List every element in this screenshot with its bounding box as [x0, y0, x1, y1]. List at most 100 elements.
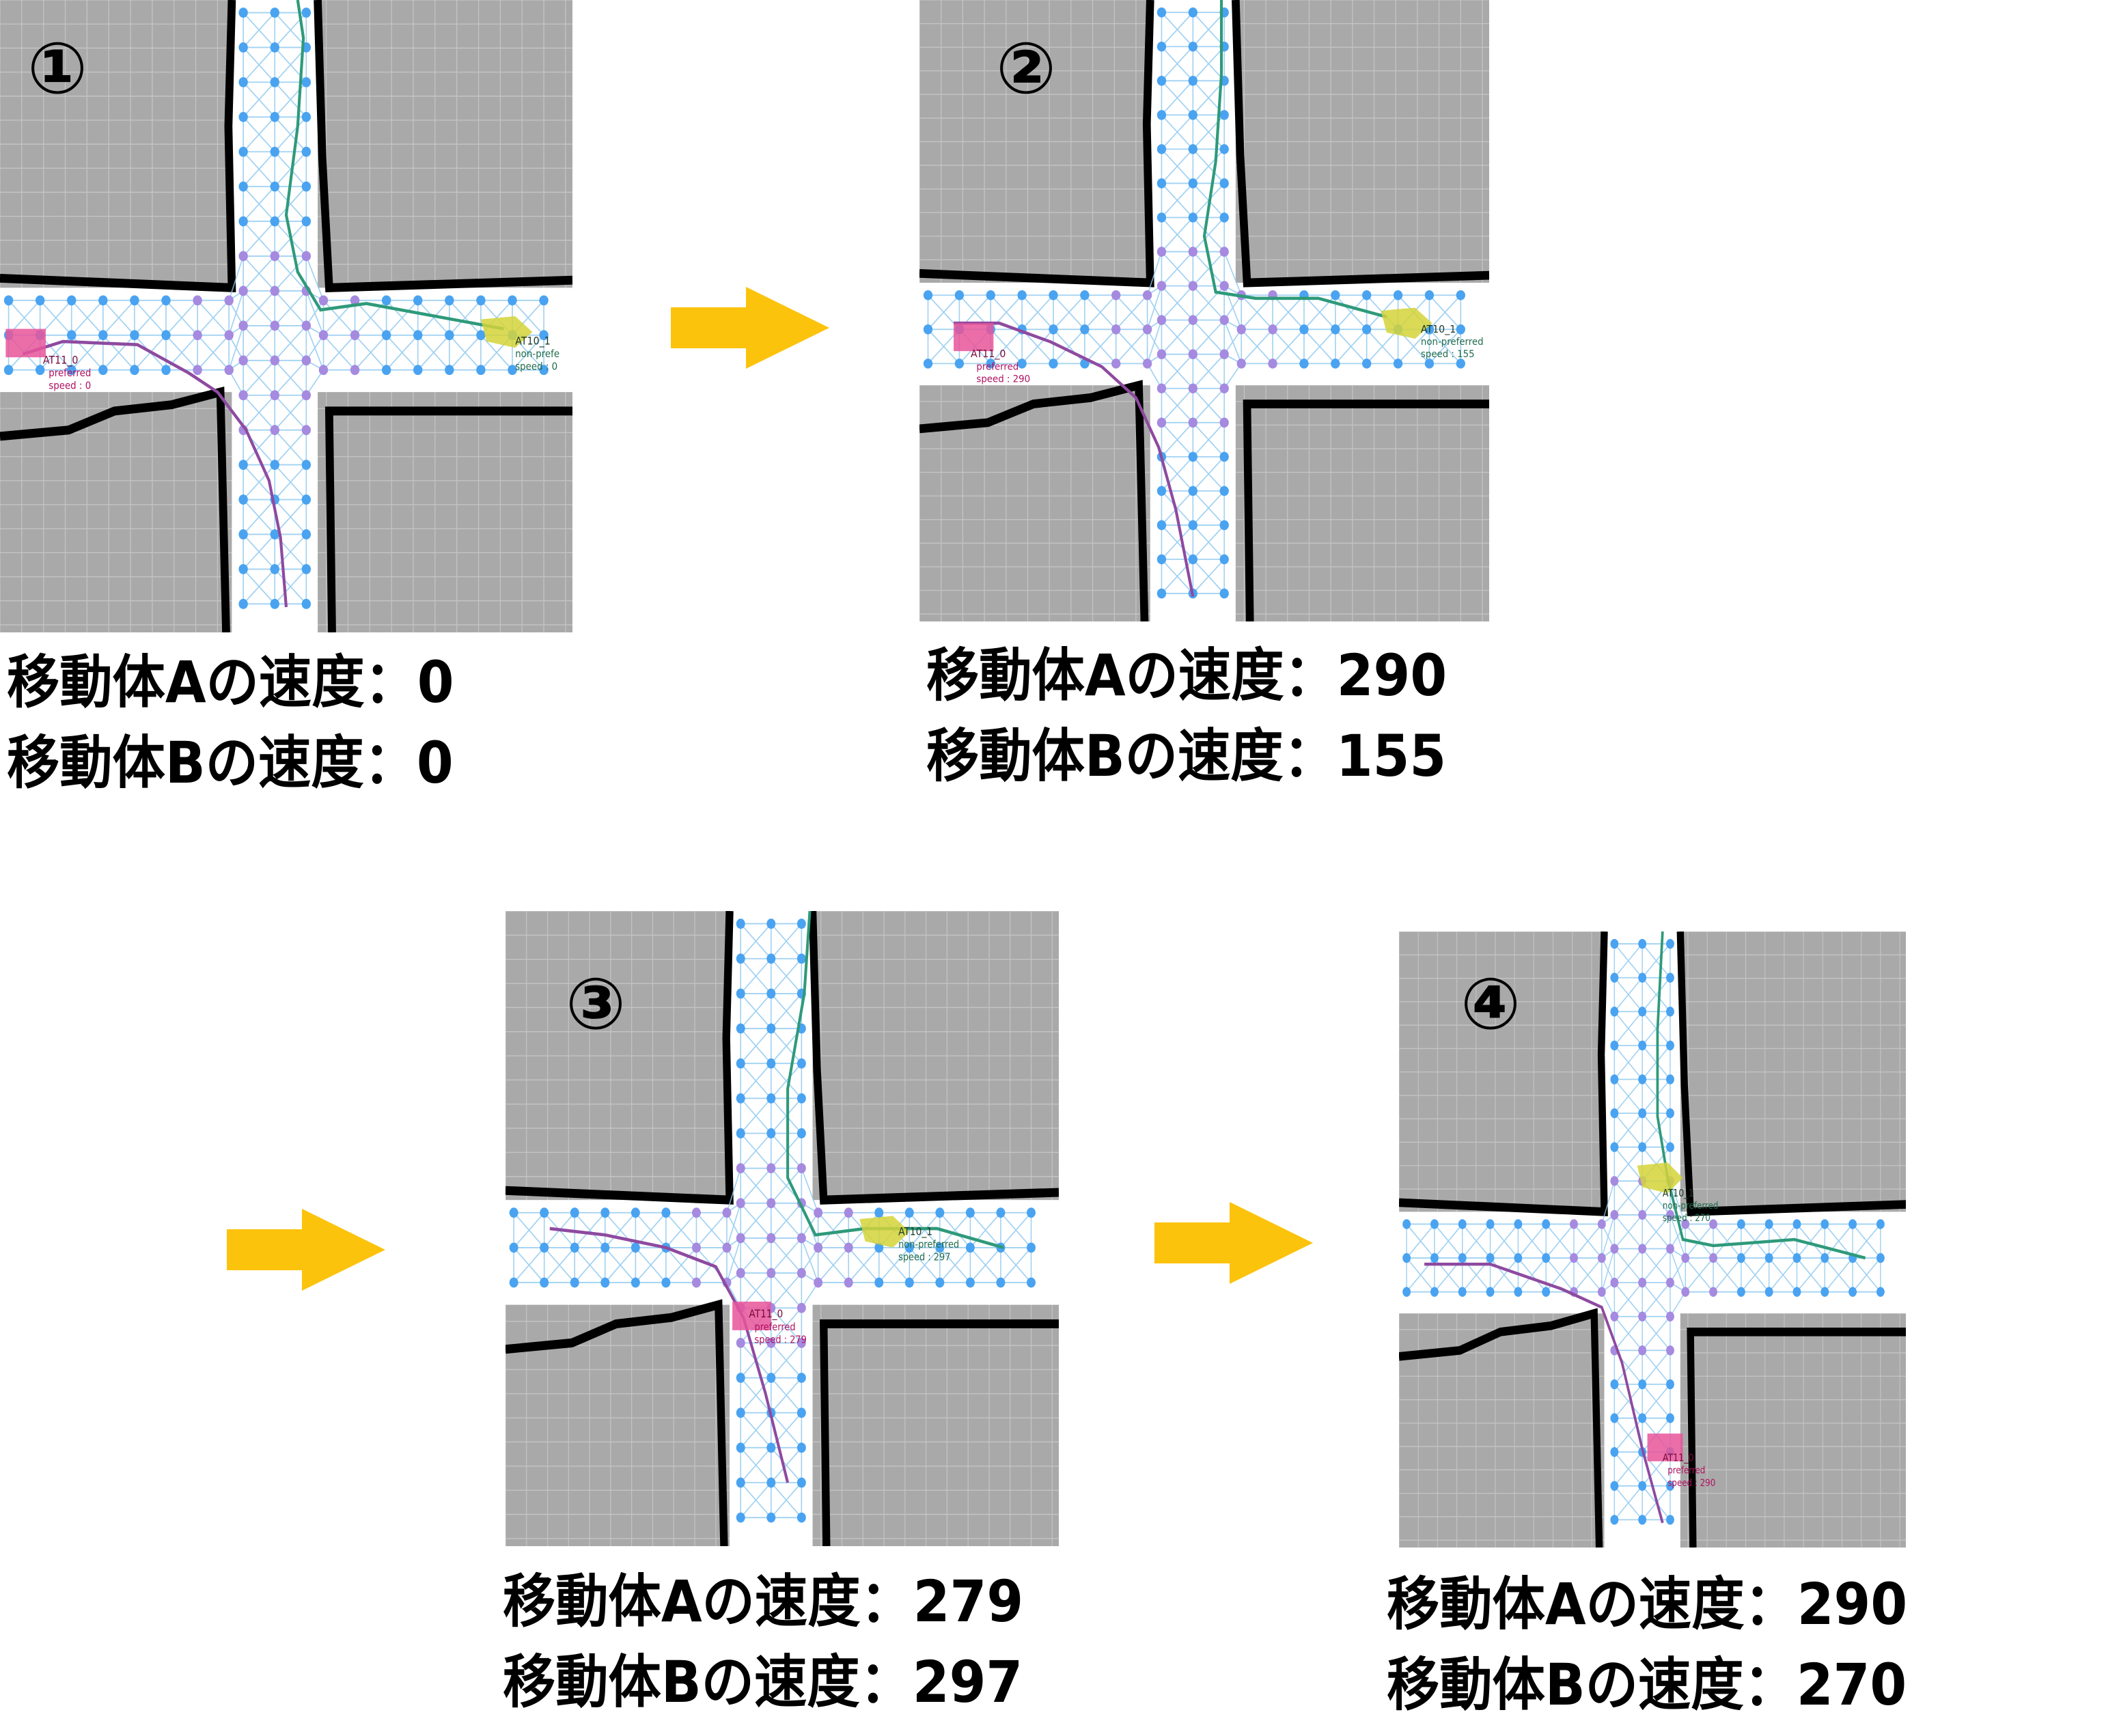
- graph-node: [1157, 41, 1167, 52]
- graph-node: [318, 295, 329, 306]
- graph-node: [736, 1268, 745, 1278]
- graph-edges: [927, 12, 1462, 594]
- graph-node: [1638, 938, 1647, 949]
- graph-node: [508, 295, 517, 306]
- graph-node: [301, 181, 311, 192]
- graph-node: [301, 529, 311, 540]
- graph-node: [238, 390, 248, 401]
- graph-node: [1188, 349, 1197, 359]
- graph-node: [1393, 290, 1403, 300]
- graph-node: [161, 365, 171, 376]
- graph-node: [965, 1207, 975, 1218]
- graph-node: [381, 330, 391, 341]
- graph-node: [1514, 1252, 1523, 1263]
- graph-node: [539, 330, 549, 341]
- graph-node: [238, 216, 248, 227]
- graph-node: [1188, 315, 1197, 325]
- graph-node: [766, 1512, 776, 1523]
- graph-node: [844, 1242, 853, 1253]
- graph-node: [539, 365, 549, 376]
- graph-node: [1219, 588, 1229, 599]
- graph-node: [350, 330, 360, 341]
- graph-node: [954, 290, 965, 300]
- graph-node: [1188, 110, 1197, 120]
- graph-node: [1219, 383, 1229, 394]
- agent-a-path: [549, 1227, 790, 1483]
- graph-node: [1188, 451, 1197, 462]
- graph-node: [1236, 324, 1246, 335]
- agent-a-name: AT11_0: [43, 354, 79, 367]
- graph-node: [1610, 1277, 1619, 1288]
- graph-node: [954, 359, 965, 369]
- graph-node: [161, 295, 171, 306]
- graph-node: [270, 111, 279, 122]
- graph-node: [844, 1277, 853, 1288]
- agent-b-marker: [1381, 307, 1432, 339]
- graph-node: [413, 295, 423, 306]
- graph-node: [1188, 41, 1197, 52]
- graph-node: [1458, 1252, 1467, 1263]
- graph-node: [1610, 1007, 1619, 1017]
- graph-node: [1188, 486, 1197, 496]
- graph-node: [1142, 290, 1152, 300]
- graph-node: [1681, 1252, 1690, 1263]
- agent-a-marker: [732, 1301, 771, 1330]
- graph-node: [736, 988, 745, 999]
- graph-node: [766, 1163, 776, 1174]
- graph-node: [631, 1207, 640, 1218]
- graph-node: [238, 320, 248, 331]
- graph-node: [1458, 1287, 1467, 1297]
- agent-b-path: [786, 911, 1004, 1250]
- graph-node: [1219, 520, 1229, 531]
- graph-node: [797, 1058, 806, 1069]
- graph-node: [1638, 1108, 1647, 1119]
- graph-node: [1709, 1252, 1717, 1263]
- graph-node: [270, 598, 279, 609]
- graph-node: [736, 1128, 745, 1138]
- graph-node: [766, 1058, 776, 1069]
- arrow-right-icon: [1154, 1202, 1313, 1284]
- graph-node: [445, 295, 454, 306]
- agent-b-path: [1202, 0, 1387, 319]
- graph-node: [1764, 1287, 1773, 1297]
- graph-nodes: [3, 8, 549, 609]
- graph-node: [1157, 247, 1167, 257]
- graph-node: [1610, 938, 1619, 949]
- graph-node: [238, 285, 248, 296]
- graph-node: [1456, 324, 1465, 335]
- agent-b-type: non-preferred: [898, 1239, 959, 1250]
- graph-node: [270, 8, 279, 18]
- graph-node: [736, 1233, 745, 1244]
- graph-node: [1080, 324, 1090, 335]
- graph-node: [1764, 1252, 1773, 1263]
- graph-node: [445, 330, 454, 341]
- graph-node: [570, 1242, 579, 1253]
- graph-node: [508, 365, 517, 376]
- graph-node: [766, 1373, 776, 1383]
- graph-node: [1157, 178, 1167, 188]
- graph-node: [238, 251, 248, 262]
- graph-node: [1610, 1413, 1619, 1423]
- graph-node: [766, 1093, 776, 1104]
- graph-node: [1514, 1219, 1523, 1229]
- graph-node: [736, 919, 745, 929]
- graph-node: [1268, 324, 1277, 335]
- graph-node: [67, 295, 77, 306]
- graph-node: [736, 1023, 745, 1034]
- graph-node: [874, 1277, 884, 1288]
- graph-node: [1299, 324, 1309, 335]
- graph-node: [1430, 1252, 1439, 1263]
- graph-node: [1299, 359, 1309, 369]
- graph-node: [224, 295, 234, 306]
- graph-node: [766, 1233, 776, 1244]
- graph-node: [540, 1207, 549, 1218]
- graph-node: [381, 295, 391, 306]
- graph-node: [1638, 972, 1647, 983]
- speed-a-text-1: 移動体Aの速度：0: [7, 649, 454, 716]
- graph-node: [301, 563, 311, 574]
- graph-node: [766, 1477, 776, 1488]
